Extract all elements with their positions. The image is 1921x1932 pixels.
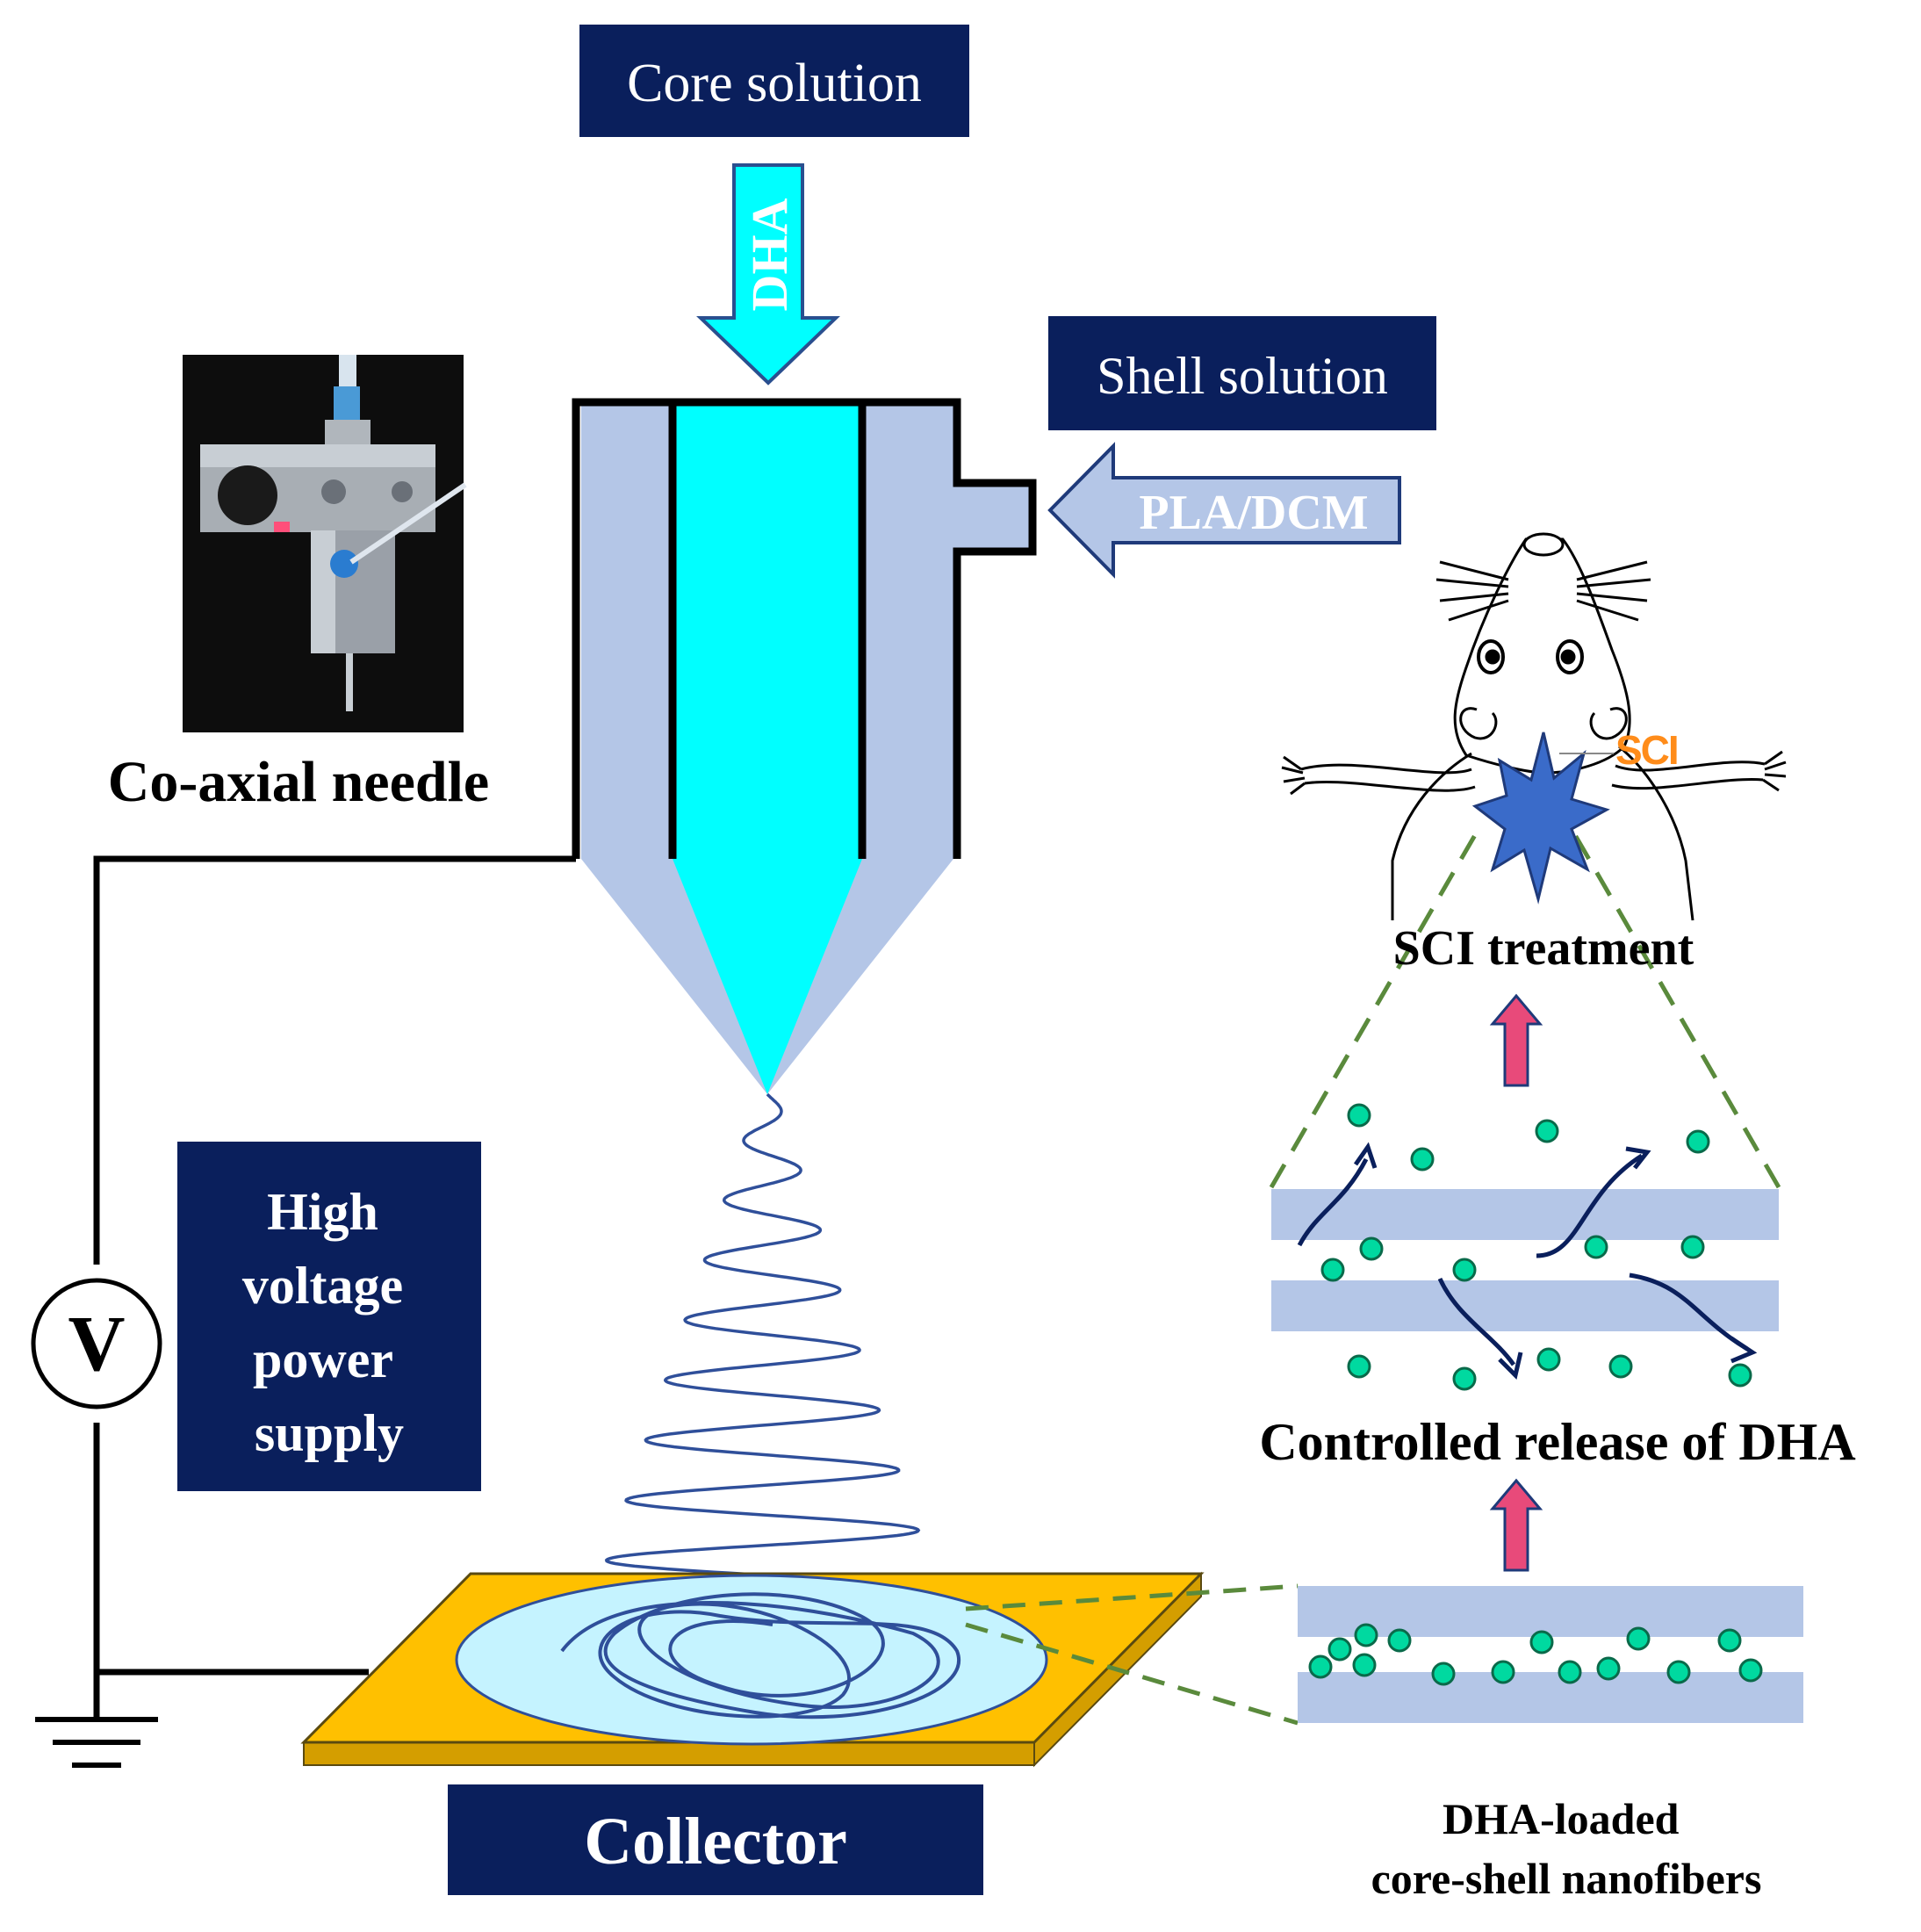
voltmeter-icon: V [31, 1278, 162, 1409]
dha-particle [1308, 1654, 1333, 1679]
shell-solution-label: Shell solution [1097, 347, 1388, 405]
collector-label: Collector [584, 1805, 847, 1878]
dha-particle [1491, 1660, 1515, 1684]
dha-particle [1359, 1236, 1384, 1261]
release-inset [1271, 1103, 1779, 1391]
dha-particle [1410, 1147, 1435, 1171]
dha-particle [1452, 1258, 1477, 1282]
power-supply-line-3: power [253, 1330, 392, 1388]
dha-particle [1354, 1623, 1378, 1647]
dha-particle [1584, 1235, 1608, 1259]
dha-particle [1347, 1103, 1371, 1128]
core-solution-box: Core solution [579, 25, 969, 137]
ground-icon [35, 1717, 158, 1768]
sci-treatment-label: SCI treatment [1393, 921, 1694, 976]
dha-particle [1347, 1354, 1371, 1379]
dha-particle [1387, 1628, 1412, 1653]
core-solution-label: Core solution [627, 54, 922, 113]
dha-particle [1596, 1656, 1621, 1681]
fiber-mat [560, 1592, 960, 1719]
dha-particle [1529, 1630, 1554, 1654]
pla-dcm-arrow: PLA/DCM [1047, 442, 1401, 579]
voltmeter-label: V [68, 1301, 126, 1388]
dha-particle [1352, 1653, 1377, 1677]
coaxial-needle-photo [183, 355, 467, 732]
up-arrow-upper [1489, 993, 1543, 1087]
dha-particle [1536, 1347, 1561, 1372]
dha-arrow: DHA [696, 163, 840, 386]
up-arrow-lower [1489, 1478, 1543, 1572]
zoom-cone [1269, 827, 1781, 1189]
power-supply-line-4: supply [255, 1404, 404, 1462]
nanofibers-caption-line-1: DHA-loaded [1443, 1794, 1680, 1843]
dha-particle [1558, 1660, 1582, 1684]
dha-particle [1452, 1366, 1477, 1391]
power-supply-box: High voltage power supply [177, 1142, 481, 1491]
collector-plate [300, 1571, 1205, 1768]
controlled-release-label: Controlled release of DHA [1259, 1413, 1855, 1471]
zoom-lines [965, 1583, 1299, 1726]
dha-particle [1738, 1658, 1763, 1683]
dha-particle [1431, 1662, 1456, 1686]
dha-particle [1666, 1660, 1691, 1684]
sci-tag: SCI [1615, 727, 1678, 773]
dha-particle [1686, 1129, 1710, 1154]
dha-particle [1728, 1363, 1752, 1388]
svg-text:High voltage power: High voltage power supply [242, 1183, 416, 1462]
nanofiber-inset [1298, 1586, 1803, 1723]
release-arrows [1297, 1142, 1758, 1380]
power-supply-line-2: voltage [242, 1257, 403, 1315]
dha-particle [1680, 1235, 1705, 1259]
collector-box: Collector [448, 1784, 983, 1895]
svg-text:DHA-loaded core-shell nano: DHA-loaded core-shell nanofibers [1371, 1794, 1762, 1903]
fiber-jet-spiral [604, 1092, 940, 1607]
pla-dcm-label: PLA/DCM [1139, 486, 1368, 540]
power-supply-line-1: High [267, 1183, 378, 1241]
shell-solution-box: Shell solution [1048, 316, 1436, 430]
nanofibers-caption-line-2: core-shell nanofibers [1371, 1854, 1762, 1903]
dha-particle [1626, 1626, 1651, 1651]
dha-particle [1535, 1119, 1559, 1143]
rat-illustration [1281, 532, 1787, 921]
circuit-wires [93, 855, 576, 1719]
coaxial-needle-assembly [572, 398, 1037, 1094]
dha-arrow-label: DHA [741, 198, 798, 311]
dha-particle [1608, 1354, 1633, 1379]
dha-particle [1320, 1258, 1345, 1282]
spinal-injury-icon [1471, 732, 1610, 905]
dha-particle [1327, 1637, 1352, 1662]
coaxial-needle-caption: Co-axial needle [108, 750, 489, 814]
dha-particle [1717, 1628, 1742, 1653]
